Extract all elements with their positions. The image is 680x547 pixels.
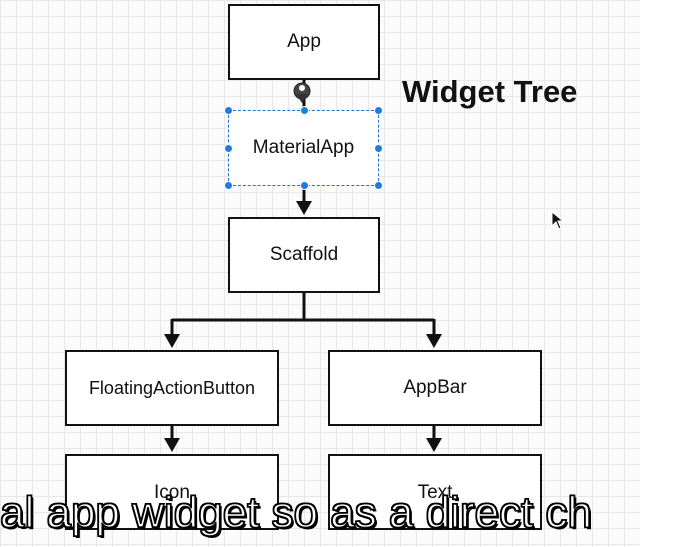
node-label: FloatingActionButton <box>88 377 256 398</box>
resize-handle[interactable] <box>300 181 309 190</box>
diagram-canvas[interactable]: App MaterialApp Scaffold FloatingActionB… <box>0 0 640 547</box>
resize-handle[interactable] <box>374 144 383 153</box>
edges-layer <box>164 80 442 452</box>
node-label: MaterialApp <box>252 137 355 158</box>
arrow-head <box>426 334 442 348</box>
mouse-cursor-icon <box>551 211 565 230</box>
arrow-head <box>296 201 312 215</box>
node-scaffold[interactable]: Scaffold <box>228 217 380 293</box>
node-floatingactionbutton[interactable]: FloatingActionButton <box>65 350 279 426</box>
node-label: AppBar <box>403 377 467 398</box>
resize-handle[interactable] <box>224 181 233 190</box>
node-appbar[interactable]: AppBar <box>328 350 542 426</box>
anchor-icon[interactable] <box>293 82 311 103</box>
node-label: Scaffold <box>269 244 339 265</box>
arrow-head <box>426 438 442 452</box>
resize-handle[interactable] <box>300 106 309 115</box>
node-label: Icon <box>154 482 190 503</box>
node-app[interactable]: App <box>228 4 380 80</box>
resize-handle[interactable] <box>374 181 383 190</box>
node-label: Text <box>417 482 453 503</box>
node-text[interactable]: Text <box>328 454 542 530</box>
node-materialapp[interactable]: MaterialApp <box>224 106 383 190</box>
resize-handle[interactable] <box>374 106 383 115</box>
video-caption: al app widget so as a direct ch <box>0 488 593 538</box>
arrow-head <box>164 334 180 348</box>
resize-handle[interactable] <box>224 106 233 115</box>
node-label: App <box>287 31 321 52</box>
diagram-title: Widget Tree <box>402 74 578 109</box>
edge-scaffold-children[interactable] <box>170 293 436 336</box>
arrow-head <box>164 438 180 452</box>
resize-handle[interactable] <box>224 144 233 153</box>
node-icon[interactable]: Icon <box>65 454 279 530</box>
